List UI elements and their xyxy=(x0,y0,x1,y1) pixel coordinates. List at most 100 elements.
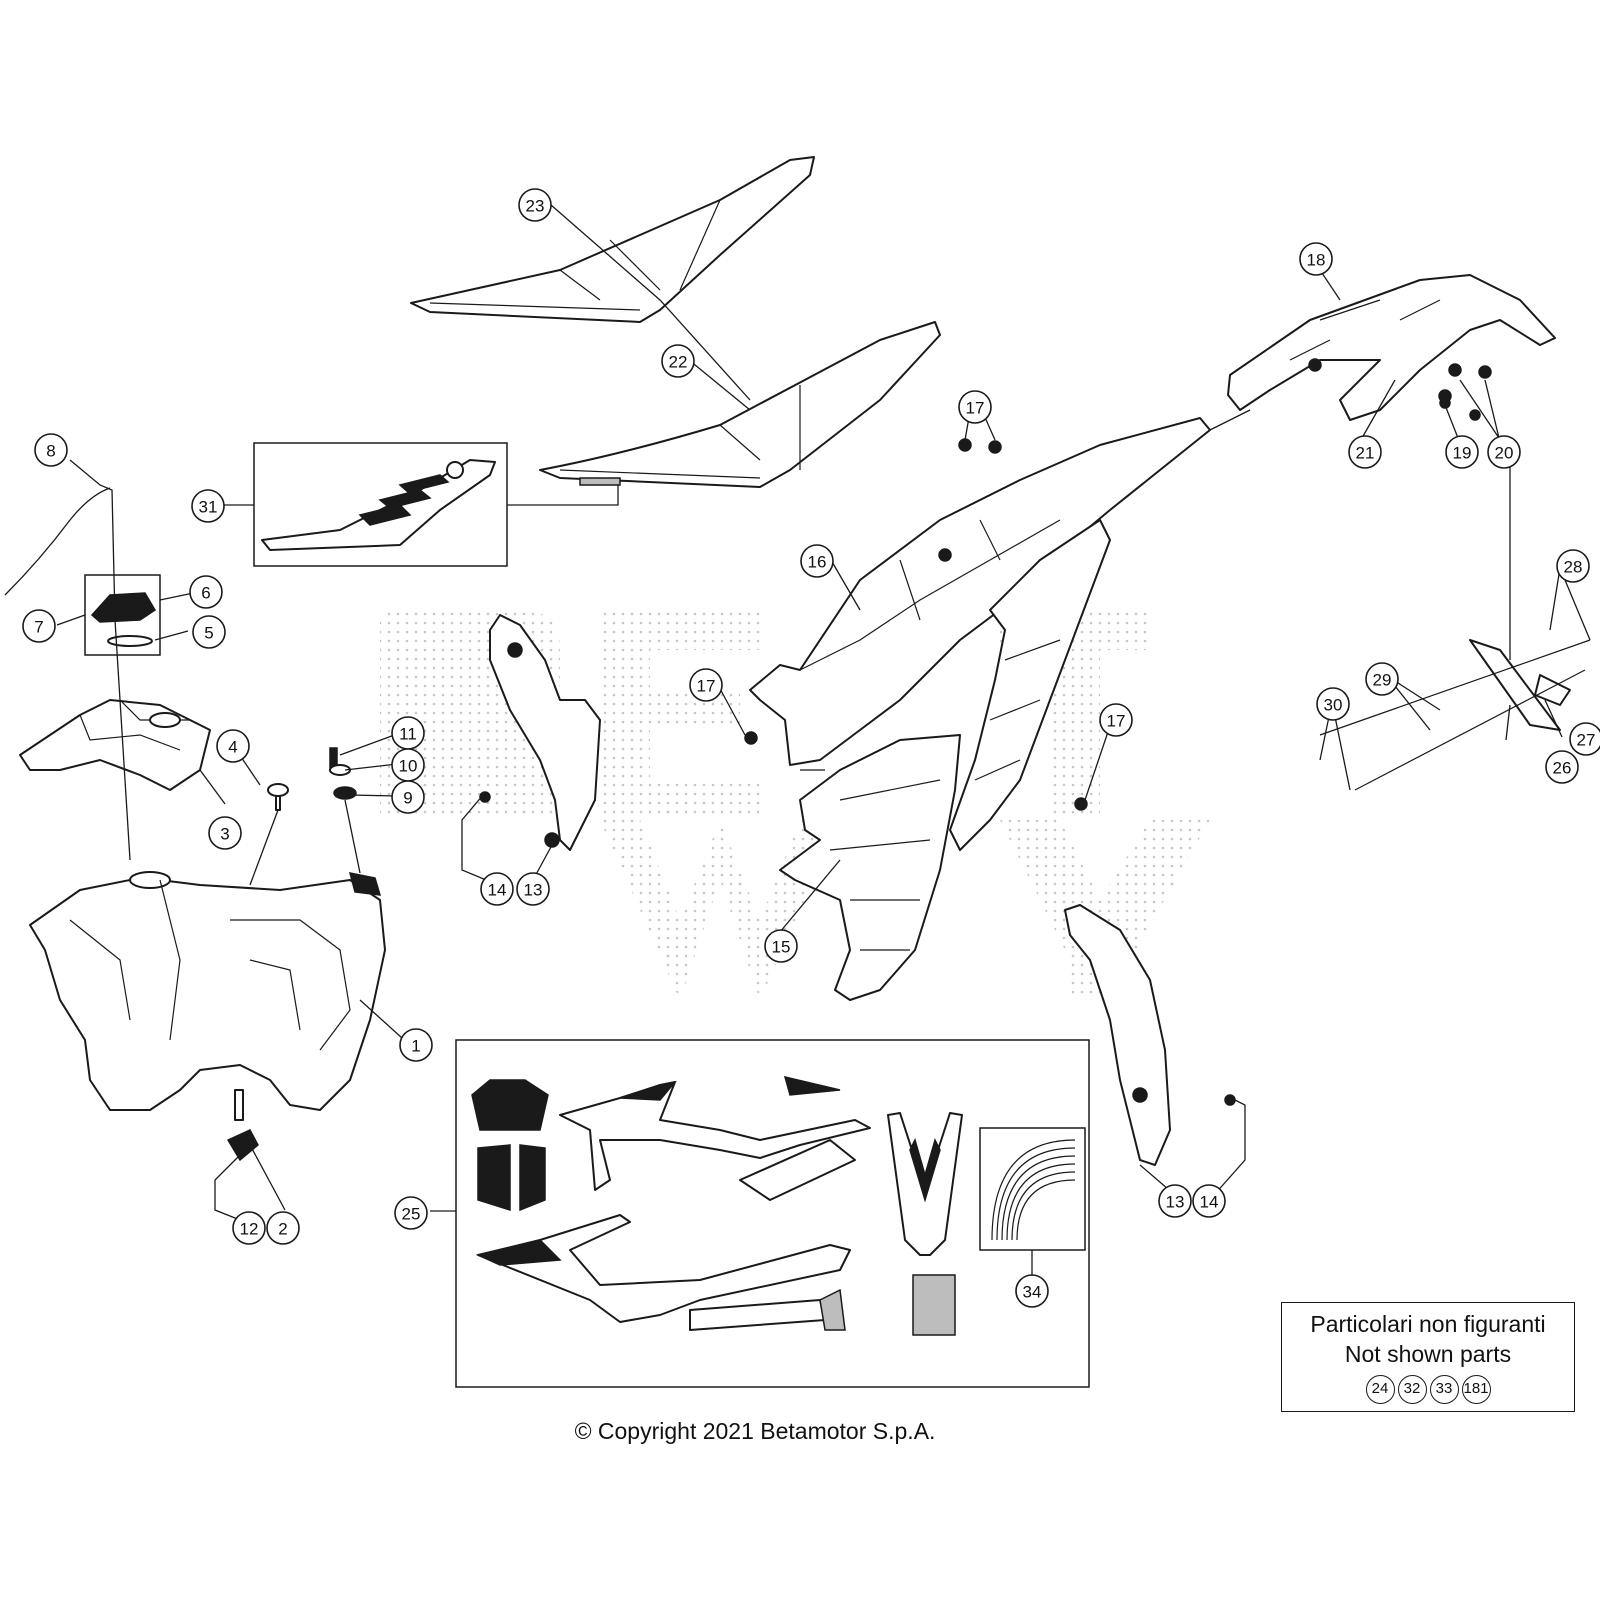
callout-3: 3 xyxy=(208,816,242,850)
not-shown-ref: 24 xyxy=(1365,1375,1395,1404)
frame-guard-left xyxy=(479,614,601,851)
callout-circle xyxy=(764,929,798,963)
callout-circle xyxy=(394,1196,428,1230)
callout-label: 18 xyxy=(1307,251,1326,270)
callout-circle xyxy=(34,433,68,467)
callout-2: 2 xyxy=(266,1211,300,1245)
callout-12: 12 xyxy=(232,1211,266,1245)
callout-circle xyxy=(958,390,992,424)
callout-29: 29 xyxy=(1365,662,1399,696)
callout-label: 15 xyxy=(772,938,791,957)
not-shown-refs: 24 32 33 181 xyxy=(1282,1375,1574,1404)
rear-fender xyxy=(1227,274,1556,421)
not-shown-title-it: Particolari non figuranti xyxy=(1310,1311,1546,1337)
seat-base xyxy=(261,459,496,551)
callout-6: 6 xyxy=(189,575,223,609)
callout-7: 7 xyxy=(22,609,56,643)
callout-label: 14 xyxy=(1200,1193,1219,1212)
callout-label: 23 xyxy=(526,197,545,216)
callout-circle xyxy=(480,872,514,906)
not-shown-ref: 33 xyxy=(1429,1375,1459,1404)
callout-label: 26 xyxy=(1553,759,1572,778)
callout-label: 2 xyxy=(278,1220,287,1239)
callout-circle xyxy=(1556,549,1590,583)
sticker-kit xyxy=(471,1075,1086,1336)
callout-22: 22 xyxy=(661,344,695,378)
callout-label: 13 xyxy=(524,881,543,900)
callout-circle xyxy=(189,575,223,609)
not-shown-title-en: Not shown parts xyxy=(1344,1341,1512,1367)
callout-circle xyxy=(1569,722,1600,756)
callout-label: 17 xyxy=(1107,712,1126,731)
callout-label: 8 xyxy=(46,442,55,461)
callout-circle xyxy=(1545,750,1579,784)
callout-circle xyxy=(399,1028,433,1062)
callout-13: 13 xyxy=(516,872,550,906)
callout-34: 34 xyxy=(1015,1274,1049,1308)
callout-14: 14 xyxy=(1192,1184,1226,1218)
callout-1: 1 xyxy=(399,1028,433,1062)
callout-16: 16 xyxy=(800,544,834,578)
callout-label: 12 xyxy=(240,1220,259,1239)
sticker-kit-frame xyxy=(455,1039,1090,1388)
callout-label: 4 xyxy=(228,738,237,757)
callout-17: 17 xyxy=(958,390,992,424)
frame-guard-right xyxy=(1064,904,1236,1166)
callout-17: 17 xyxy=(1099,703,1133,737)
callout-label: 28 xyxy=(1564,558,1583,577)
callout-15: 15 xyxy=(764,929,798,963)
callout-27: 27 xyxy=(1569,722,1600,756)
seat-tall xyxy=(539,321,941,488)
callout-circle xyxy=(1365,662,1399,696)
callout-circle xyxy=(22,609,56,643)
tank-bracket xyxy=(19,699,211,791)
callout-circle xyxy=(661,344,695,378)
callout-label: 25 xyxy=(402,1205,421,1224)
callout-circle xyxy=(1487,435,1521,469)
callout-circle xyxy=(208,816,242,850)
callout-14: 14 xyxy=(480,872,514,906)
callout-label: 17 xyxy=(966,399,985,418)
fuel-tank xyxy=(29,871,386,1111)
callout-4: 4 xyxy=(216,729,250,763)
callout-label: 19 xyxy=(1453,444,1472,463)
not-shown-ref: 32 xyxy=(1397,1375,1427,1404)
callout-13: 13 xyxy=(1158,1184,1192,1218)
callout-label: 22 xyxy=(669,353,688,372)
callout-30: 30 xyxy=(1316,687,1350,721)
callout-circle xyxy=(216,729,250,763)
callout-label: 1 xyxy=(411,1037,420,1056)
callout-label: 17 xyxy=(697,677,716,696)
callout-20: 20 xyxy=(1487,435,1521,469)
not-shown-parts-box: Particolari non figuranti Not shown part… xyxy=(1281,1302,1575,1412)
callout-label: 20 xyxy=(1495,444,1514,463)
callout-circle xyxy=(1348,435,1382,469)
callout-circle xyxy=(1192,1184,1226,1218)
callout-label: 14 xyxy=(488,881,507,900)
callout-10: 10 xyxy=(391,748,425,782)
seat-standard xyxy=(410,156,815,323)
callout-21: 21 xyxy=(1348,435,1382,469)
callout-circle xyxy=(689,668,723,702)
callout-11: 11 xyxy=(391,716,425,750)
callout-circle xyxy=(1099,703,1133,737)
callout-31: 31 xyxy=(191,489,225,523)
callout-label: 7 xyxy=(34,618,43,637)
callout-circle xyxy=(191,489,225,523)
callout-label: 9 xyxy=(403,789,412,808)
callout-circle xyxy=(1445,435,1479,469)
hardware xyxy=(226,747,357,1162)
callout-label: 31 xyxy=(199,498,218,517)
leader-lines xyxy=(56,204,1591,1275)
callout-5: 5 xyxy=(192,615,226,649)
fuel-cap xyxy=(84,574,161,656)
callout-label: 27 xyxy=(1577,731,1596,750)
callout-circle xyxy=(266,1211,300,1245)
callout-circle xyxy=(516,872,550,906)
callout-23: 23 xyxy=(518,188,552,222)
side-panel-left xyxy=(744,417,1211,811)
callout-circle xyxy=(518,188,552,222)
callout-circle xyxy=(1158,1184,1192,1218)
callout-label: 29 xyxy=(1373,671,1392,690)
